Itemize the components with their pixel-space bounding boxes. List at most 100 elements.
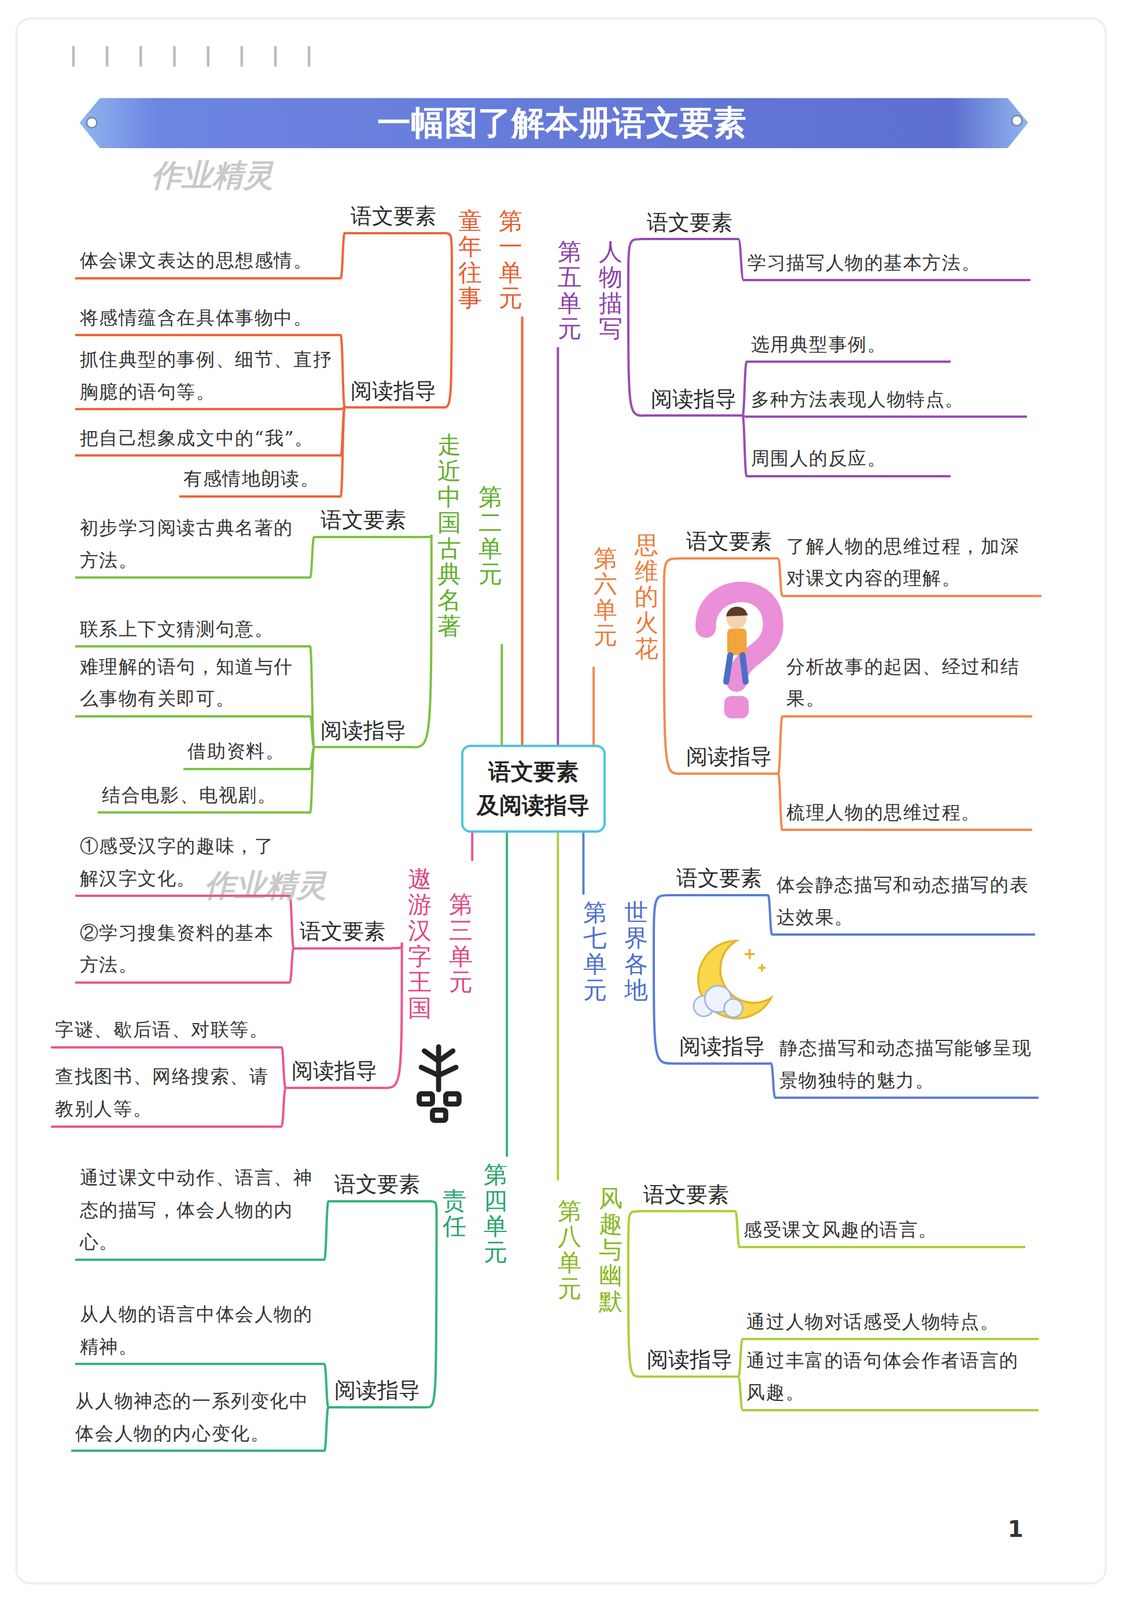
moon-illustration <box>693 940 772 1019</box>
note-text: 通过课文中动作、语言、神态的描写，体会人物的内心。 <box>75 1161 324 1261</box>
branch-line <box>628 238 641 290</box>
branch-line <box>556 832 559 1179</box>
unit-number: 第八单元 <box>557 1198 582 1302</box>
heading-text: 语文要素 <box>669 863 768 893</box>
section-heading: 语文要素 <box>293 917 392 950</box>
heading-text: 阅读指导 <box>328 1375 427 1405</box>
heading-text: 阅读指导 <box>314 716 412 746</box>
branch-line <box>521 317 524 745</box>
pin <box>1011 115 1023 127</box>
heading-text: 阅读指导 <box>640 1345 739 1375</box>
unit-theme: 童年往事 <box>458 208 482 312</box>
thinking-boy-illustration <box>705 591 773 719</box>
branch-line <box>324 1363 329 1408</box>
note-text: 周围人的反应。 <box>746 442 951 478</box>
unit-theme: 走近中国古典名著 <box>437 432 462 639</box>
branch-line <box>778 716 783 774</box>
unit-number: 第七单元 <box>583 899 607 1003</box>
unit-theme: 世界各地 <box>624 899 648 1003</box>
note-text: 通过人物对话感受人物特点。 <box>742 1305 1038 1341</box>
branch-line <box>628 1249 641 1377</box>
note-text: 体会课文表达的思想感情。 <box>75 244 341 280</box>
center-text: 语文要素 及阅读指导 <box>475 755 592 823</box>
branch-line <box>426 1201 437 1214</box>
branch-line <box>442 259 452 408</box>
note-text: 梳理人物的思维过程。 <box>782 796 1033 832</box>
branch-line <box>411 535 432 537</box>
heading-text: 语文要素 <box>344 201 443 231</box>
branch-line <box>310 716 315 747</box>
unit-theme: 遨游汉字王国 <box>407 866 432 1022</box>
branch-line <box>735 1210 740 1247</box>
branch-line <box>310 646 315 747</box>
section-heading: 阅读指导 <box>344 376 443 410</box>
heading-text: 阅读指导 <box>673 1032 772 1062</box>
unit-number: 第三单元 <box>448 891 473 995</box>
branch-line <box>778 773 783 830</box>
section-heading: 阅读指导 <box>673 1032 772 1065</box>
note-line: 学习描写人物的基本方法。 <box>747 247 1026 280</box>
note-line: 通过人物对话感受人物特点。 <box>746 1305 1034 1339</box>
note-line: 静态描写和动态描写能够呈现景物独特的魅力。 <box>779 1032 1035 1097</box>
note-line: 多种方法表现人物特点。 <box>750 383 1024 416</box>
unit-label: 第二单元走近中国古典名著 <box>431 426 508 646</box>
unit-number: 第六单元 <box>593 545 618 649</box>
section-heading: 语文要素 <box>328 1169 427 1203</box>
branch-line <box>628 1210 638 1250</box>
note-text: 字谜、歇后语、对联等。 <box>50 1013 282 1049</box>
branch-line <box>324 1407 329 1451</box>
note-line: ①感受汉字的趣味，了解汉字文化。 <box>79 830 286 895</box>
note-text: 初步学习阅读古典名著的方法。 <box>75 512 310 579</box>
note-line: 分析故事的起因、经过和结果。 <box>786 650 1029 716</box>
heading-text: 语文要素 <box>640 208 739 238</box>
heading-text: 语文要素 <box>314 505 412 535</box>
note-line: 把自己想象成文中的“我”。 <box>79 422 337 455</box>
note-line: 感受课文风趣的语言。 <box>743 1213 1022 1247</box>
branch-line <box>411 535 432 747</box>
note-text: 选用典型事例。 <box>746 328 951 364</box>
note-text: 难理解的语句，知道与什么事物有关即可。 <box>75 650 310 718</box>
branch-line <box>738 238 744 281</box>
note-line: 从人物的语言中体会人物的精神。 <box>79 1298 321 1363</box>
section-heading: 阅读指导 <box>285 1056 384 1089</box>
note-line: 梳理人物的思维过程。 <box>786 796 1029 830</box>
note-line: 从人物神态的一系列变化中体会人物的内心变化。 <box>75 1385 320 1450</box>
branch-line <box>778 558 783 596</box>
unit-label: 第三单元遨游汉字王国 <box>402 859 479 1027</box>
note-text: 查找图书、网络搜索、请教别人等。 <box>50 1060 282 1128</box>
note-text: 分析故事的起因、经过和结果。 <box>782 650 1033 718</box>
section-heading: 语文要素 <box>637 1180 736 1213</box>
branch-line <box>767 895 772 935</box>
watermark: 作业精灵 <box>204 864 327 907</box>
watermark: 作业精灵 <box>151 155 274 197</box>
page-number: 1 <box>1007 1515 1024 1542</box>
note-line: 周围人的反应。 <box>750 442 947 476</box>
branch-line <box>664 558 681 598</box>
branch-line <box>738 1376 743 1410</box>
note-line: 通过丰富的语句体会作者语言的风趣。 <box>746 1344 1034 1409</box>
section-heading: 语文要素 <box>680 527 779 560</box>
note-line: 体会课文表达的思想感情。 <box>79 244 337 278</box>
section-heading: 阅读指导 <box>680 742 779 775</box>
unit-label: 第七单元世界各地 <box>577 893 654 1010</box>
note-line: 了解人物的思维过程，加深对课文内容的理解。 <box>786 530 1038 595</box>
section-heading: 语文要素 <box>640 208 739 241</box>
branch-line <box>582 832 585 894</box>
note-line: 联系上下文猜测句意。 <box>79 613 307 646</box>
branch-line <box>556 347 559 745</box>
note-line: 借助资料。 <box>187 735 307 768</box>
note-text: 静态描写和动态描写能够呈现景物独特的魅力。 <box>775 1032 1039 1099</box>
note-text: 了解人物的思维过程，加深对课文内容的理解。 <box>782 530 1042 598</box>
branch-line <box>771 1063 776 1098</box>
unit-number: 第一单元 <box>498 208 523 312</box>
branch-line <box>653 951 674 1064</box>
unit-label: 第六单元思维的火花 <box>587 526 664 668</box>
branch-line <box>391 943 403 949</box>
unit-number: 第四单元 <box>483 1161 508 1265</box>
note-line: 字谜、歇后语、对联等。 <box>54 1013 278 1047</box>
unit-label: 第五单元人物描写 <box>551 232 629 349</box>
heading-text: 语文要素 <box>328 1169 427 1199</box>
branch-line <box>340 334 345 408</box>
note-line: 初步学习阅读古典名著的方法。 <box>79 512 307 577</box>
unit-number: 第二单元 <box>478 484 503 588</box>
